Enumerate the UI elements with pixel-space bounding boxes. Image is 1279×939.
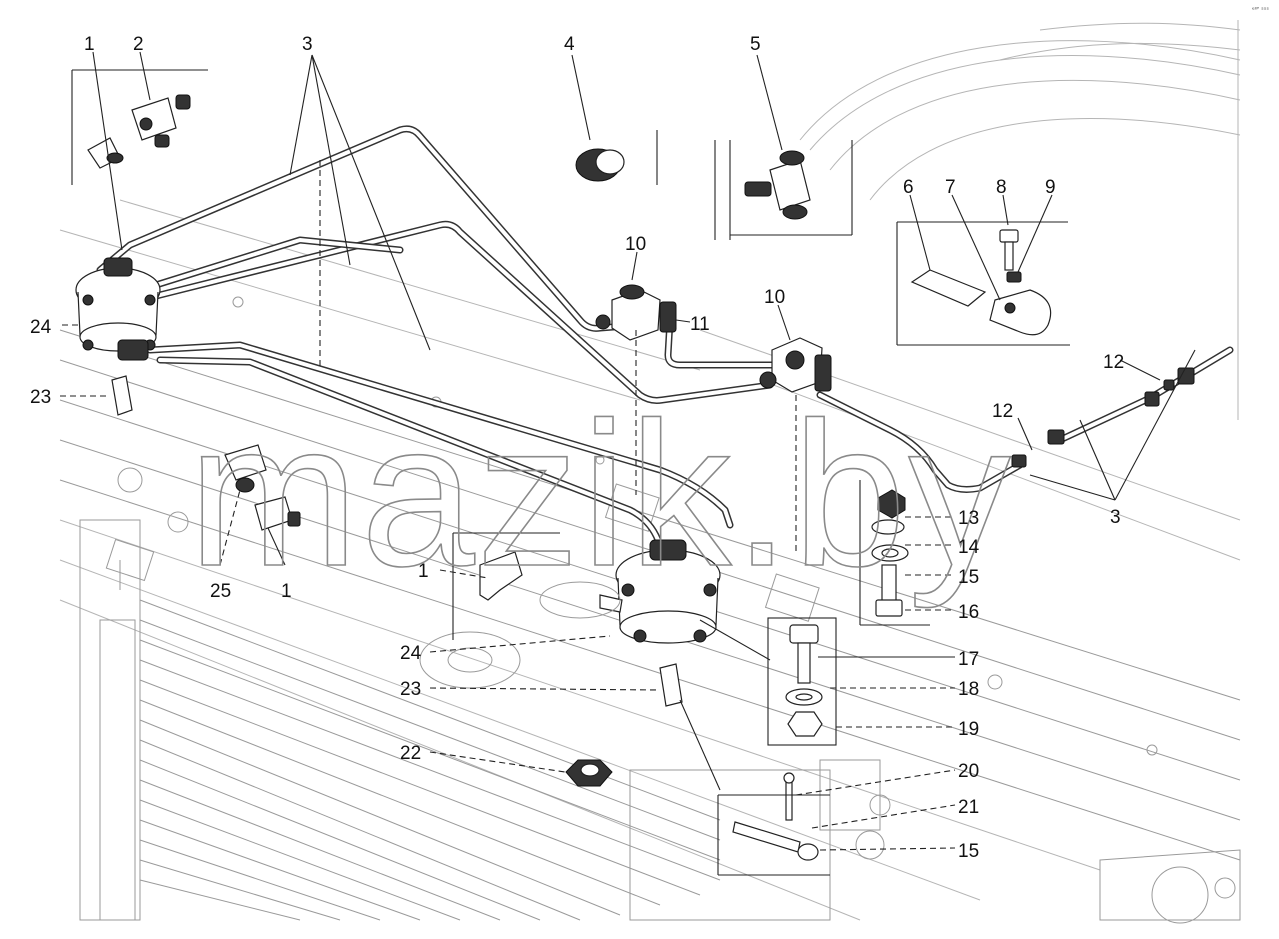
callout-20: 20	[958, 761, 979, 782]
callout-6: 6	[903, 177, 914, 198]
radiator-fins	[139, 599, 721, 921]
detail-fittings-25-1	[224, 444, 523, 601]
detail-nut-22	[565, 759, 613, 787]
callout-3: 3	[302, 34, 313, 55]
callout-7: 7	[945, 177, 956, 198]
callout-5: 5	[750, 34, 761, 55]
callout-4: 4	[564, 34, 575, 55]
watermark-text: mazik.by	[188, 380, 1013, 609]
callout-1-lower: 1	[281, 581, 292, 602]
callout-25: 25	[210, 581, 231, 602]
detail-nut-9	[1006, 271, 1022, 283]
callout-21: 21	[958, 797, 979, 818]
leader-lines	[60, 51, 1196, 851]
callout-15-upper: 15	[958, 567, 979, 588]
callout-labels: 1 2 3 4 5 6 7 8 9 10 10 11 12 12 24 23 2…	[30, 34, 1124, 862]
callout-23-upper: 23	[30, 387, 51, 408]
callout-11: 11	[690, 314, 710, 335]
callout-24-lower: 24	[400, 643, 422, 664]
detail-pin-20-21	[732, 772, 819, 861]
detail-coupling-4	[575, 148, 625, 182]
corner-mark: ᵉᴵᴾ ˢˢˢ	[1252, 6, 1269, 14]
callout-24-upper: 24	[30, 317, 52, 338]
callout-19: 19	[958, 719, 979, 740]
callout-3-right: 3	[1110, 507, 1121, 528]
callout-18: 18	[958, 679, 979, 700]
detail-drain-23	[111, 375, 683, 707]
callout-1: 1	[84, 34, 95, 55]
callout-23-lower: 23	[400, 679, 421, 700]
detail-tee-5	[744, 150, 811, 220]
background-structure	[59, 20, 1241, 924]
callout-15-lower: 15	[958, 841, 979, 862]
detail-plate-6	[910, 269, 987, 307]
callout-9: 9	[1045, 177, 1056, 198]
callout-12-upper: 12	[1103, 352, 1124, 373]
callout-8: 8	[996, 177, 1007, 198]
detail-fitting-tee-2	[131, 94, 191, 148]
callout-box-20-21	[717, 794, 830, 876]
valve-right	[759, 337, 832, 393]
water-separator-upper	[75, 257, 161, 361]
detail-fitting-elbow-1	[87, 137, 124, 169]
callout-box-1-center	[452, 532, 560, 640]
callout-14: 14	[958, 537, 980, 558]
callout-2: 2	[133, 34, 144, 55]
callout-17: 17	[958, 649, 979, 670]
water-separator-lower	[419, 539, 721, 689]
callout-10-left: 10	[625, 234, 646, 255]
callout-22: 22	[400, 743, 421, 764]
callout-10-right: 10	[764, 287, 785, 308]
callout-box-13-16	[859, 480, 930, 626]
callout-1-center: 1	[418, 561, 429, 582]
callout-16: 16	[958, 602, 979, 623]
detail-fasteners-17-19	[785, 624, 823, 737]
callout-box-1-2	[71, 69, 208, 185]
detail-fasteners-13-16	[871, 489, 909, 617]
callout-13: 13	[958, 508, 979, 529]
callout-box-17-19	[767, 617, 837, 746]
callout-12-lower: 12	[992, 401, 1013, 422]
detail-bolt-8	[999, 229, 1019, 271]
valve-left	[595, 284, 677, 341]
callout-box-4-5	[656, 130, 853, 240]
detail-clip-7	[989, 289, 1052, 336]
detail-union-12	[1011, 367, 1195, 468]
